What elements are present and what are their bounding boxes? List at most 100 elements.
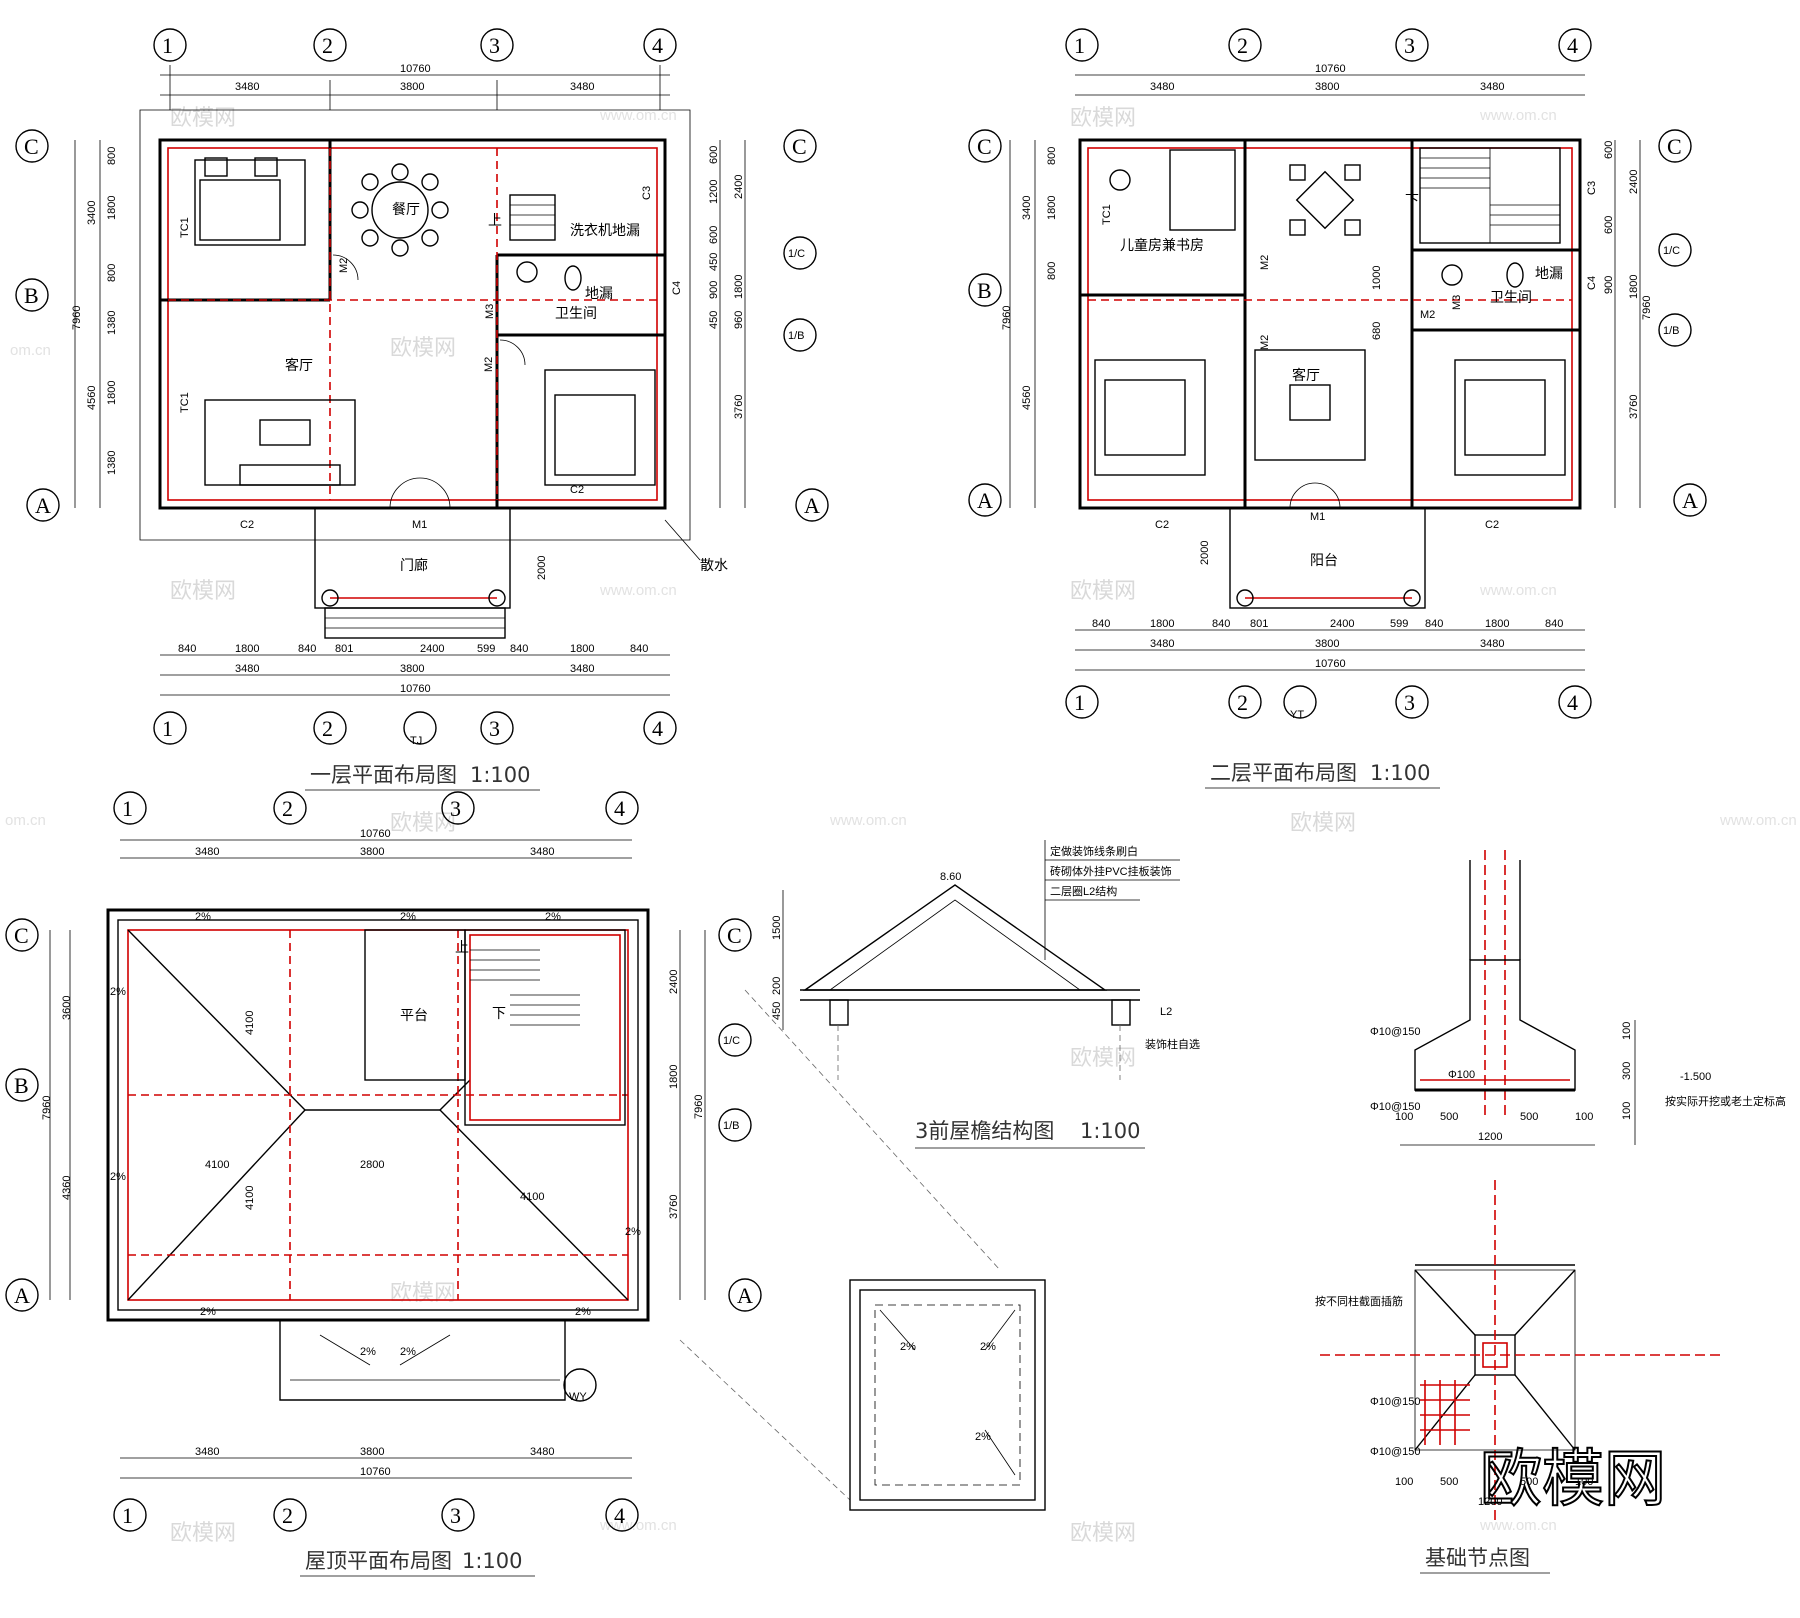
room-label-drain: 地漏 (585, 286, 613, 302)
svg-text:3480: 3480 (1480, 81, 1504, 93)
eave-section: 1500 200 450 8.60 定做装饰线条刷白 砖砌体外挂PVC挂板装饰 … (771, 840, 1200, 1149)
svg-text:10760: 10760 (1315, 658, 1346, 670)
watermark-layer: 欧模网 欧模网 欧模网 欧模网 欧模网 欧模网 欧模网 欧模网 欧模网 欧模网 … (5, 106, 1797, 1546)
svg-text:840: 840 (1545, 618, 1563, 630)
svg-text:3800: 3800 (1315, 81, 1339, 93)
svg-text:4560: 4560 (86, 386, 98, 410)
svg-text:Φ10@150: Φ10@150 (1370, 1446, 1421, 1458)
svg-text:2000: 2000 (1199, 541, 1211, 565)
svg-text:2400: 2400 (1628, 170, 1640, 194)
eave-note: 二层圈L2结构 (1050, 884, 1117, 898)
svg-text:3760: 3760 (1628, 395, 1640, 419)
svg-text:2%: 2% (975, 1431, 991, 1443)
svg-text:WY: WY (569, 1391, 587, 1403)
room-label-bath2: 卫生间 (1490, 290, 1532, 306)
svg-text:1500: 1500 (771, 916, 783, 940)
svg-text:100: 100 (1621, 1022, 1633, 1040)
svg-text:840: 840 (630, 643, 648, 655)
svg-text:300: 300 (1621, 1062, 1633, 1080)
svg-text:Φ10@150: Φ10@150 (1370, 1026, 1421, 1038)
svg-text:4: 4 (1567, 690, 1578, 715)
eave-note: 定做装饰线条刷白 (1050, 844, 1138, 858)
svg-text:840: 840 (510, 643, 528, 655)
floor2-scale: 1:100 (1370, 761, 1431, 785)
svg-text:900: 900 (708, 281, 720, 299)
svg-text:4: 4 (652, 716, 663, 741)
floor1-scale: 1:100 (470, 763, 531, 787)
watermark-brand: 欧模网 (390, 1281, 456, 1306)
svg-text:4: 4 (652, 33, 663, 58)
svg-text:M2: M2 (1259, 335, 1271, 350)
svg-text:M3: M3 (1451, 295, 1463, 310)
svg-text:800: 800 (1046, 147, 1058, 165)
watermark-url: www.om.cn (599, 582, 677, 599)
watermark-url: www.om.cn (1479, 107, 1557, 124)
svg-text:900: 900 (1603, 276, 1615, 294)
watermark-url: www.om.cn (599, 107, 677, 124)
svg-text:2%: 2% (400, 1346, 416, 1358)
svg-text:B: B (14, 1073, 29, 1098)
svg-text:Φ100: Φ100 (1448, 1069, 1475, 1081)
svg-text:1380: 1380 (106, 451, 118, 475)
svg-text:1200: 1200 (1478, 1131, 1502, 1143)
svg-text:A: A (14, 1283, 30, 1308)
svg-text:2400: 2400 (668, 970, 680, 994)
svg-text:M3: M3 (484, 304, 496, 319)
watermark-url: www.om.cn (1479, 1517, 1557, 1534)
room-label-porch: 门廊 (400, 557, 428, 574)
svg-text:3480: 3480 (530, 1446, 554, 1458)
svg-text:1200: 1200 (1478, 1496, 1502, 1508)
svg-text:1800: 1800 (106, 196, 118, 220)
svg-text:450: 450 (708, 253, 720, 271)
svg-text:下: 下 (492, 1006, 506, 1022)
watermark-url: www.om.cn (829, 812, 907, 829)
svg-text:3760: 3760 (668, 1195, 680, 1219)
svg-text:7960: 7960 (1001, 306, 1013, 330)
svg-text:1: 1 (1074, 690, 1085, 715)
svg-text:L2: L2 (1160, 1006, 1172, 1018)
svg-text:801: 801 (335, 643, 353, 655)
svg-text:3: 3 (489, 716, 500, 741)
svg-text:3400: 3400 (1021, 196, 1033, 220)
svg-text:800: 800 (106, 147, 118, 165)
svg-text:3760: 3760 (733, 395, 745, 419)
svg-text:1200: 1200 (708, 180, 720, 204)
svg-text:A: A (977, 488, 993, 513)
svg-text:C2: C2 (1155, 519, 1169, 531)
svg-text:下: 下 (1405, 193, 1419, 209)
svg-text:3480: 3480 (530, 846, 554, 858)
rebar-mesh (1420, 1380, 1470, 1445)
svg-text:450: 450 (771, 1002, 783, 1020)
svg-text:B: B (977, 278, 992, 303)
svg-text:1/C: 1/C (788, 248, 805, 260)
roof-scale: 1:100 (462, 1549, 523, 1573)
porch-roof-detail: 2% 2% 2% (679, 989, 1046, 1511)
svg-text:7960: 7960 (693, 1095, 705, 1119)
svg-text:1800: 1800 (733, 275, 745, 299)
svg-text:10760: 10760 (1315, 63, 1346, 75)
svg-text:1800: 1800 (1485, 618, 1509, 630)
floor1-axis-top: 1 2 3 4 (153, 28, 677, 62)
svg-text:2%: 2% (625, 1226, 641, 1238)
room-label-dining: 餐厅 (392, 202, 420, 218)
svg-text:1800: 1800 (1046, 196, 1058, 220)
svg-text:840: 840 (1425, 618, 1443, 630)
svg-text:600: 600 (708, 226, 720, 244)
svg-text:200: 200 (771, 977, 783, 995)
svg-text:4: 4 (1567, 33, 1578, 58)
svg-text:1: 1 (122, 1503, 133, 1528)
svg-text:B: B (24, 283, 39, 308)
svg-text:A: A (804, 493, 820, 518)
room-label-bath: 卫生间 (555, 306, 597, 322)
watermark-url: www.om.cn (599, 1517, 677, 1534)
svg-text:C3: C3 (641, 186, 653, 200)
watermark-brand: 欧模网 (170, 579, 236, 604)
svg-text:C: C (792, 134, 807, 159)
svg-text:M2: M2 (338, 258, 350, 273)
svg-text:-1.500: -1.500 (1680, 1071, 1711, 1083)
brand-watermark-large: 欧模网 (1480, 1442, 1666, 1515)
svg-text:2000: 2000 (536, 556, 548, 580)
dim-bay: 3800 (400, 81, 424, 93)
svg-text:2%: 2% (200, 1306, 216, 1318)
